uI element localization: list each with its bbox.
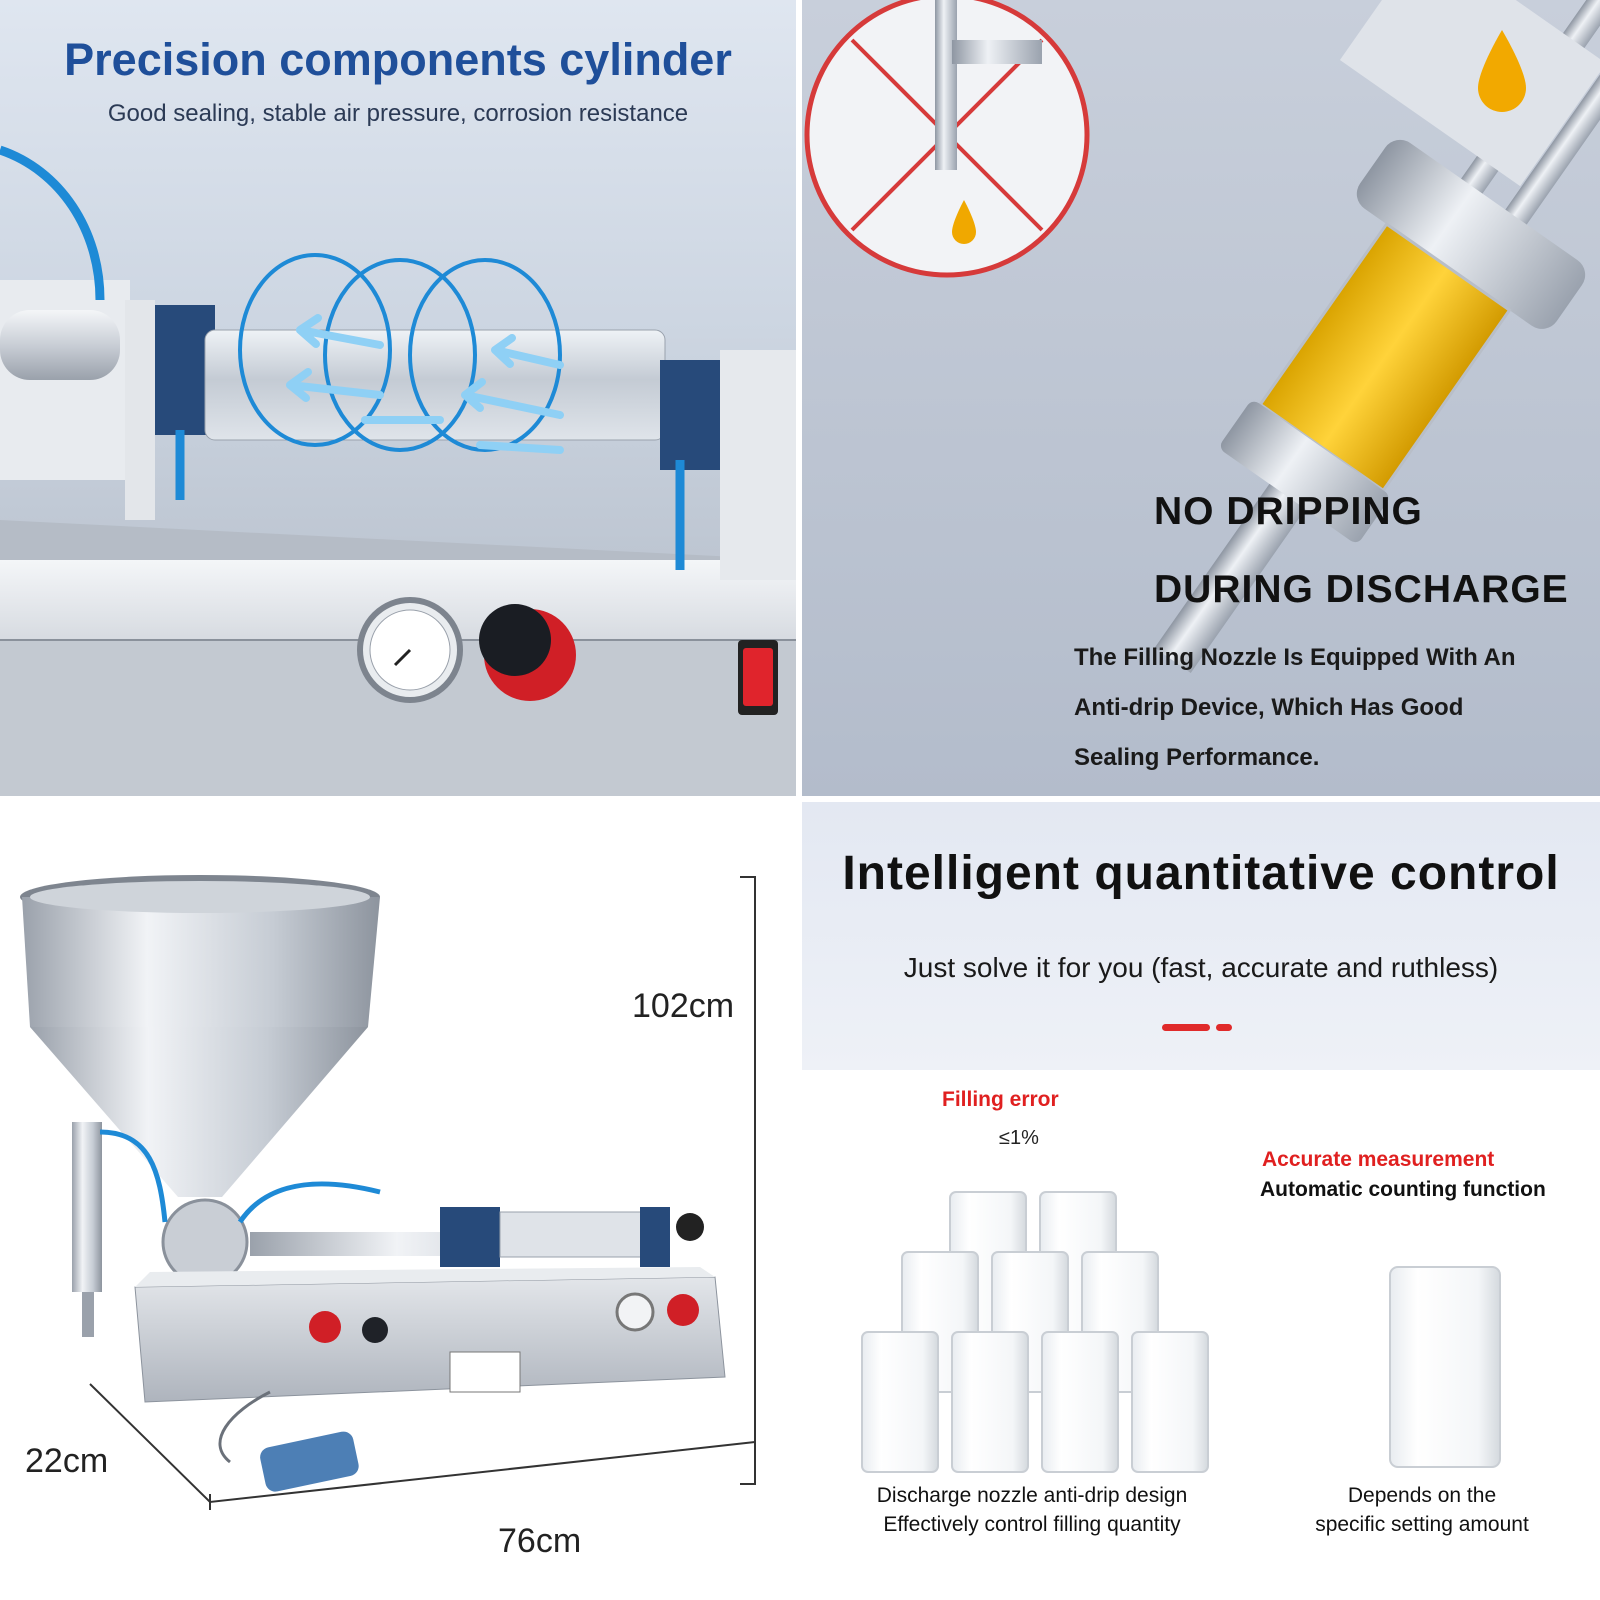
- dimension-width: 76cm: [498, 1522, 582, 1560]
- panel-title: Intelligent quantitative control: [842, 847, 1560, 900]
- panel-quantitative-control: Intelligent quantitative control Just so…: [802, 802, 1600, 1600]
- automatic-counting-label: Automatic counting function: [1260, 1178, 1546, 1201]
- body-line-3: Sealing Performance.: [1074, 744, 1320, 771]
- body-line-2: Anti-drip Device, Which Has Good: [1074, 694, 1464, 721]
- dimension-depth: 22cm: [25, 1442, 109, 1480]
- cylinder-machine-illustration: [0, 145, 796, 796]
- panel-title: Precision components cylinder: [64, 34, 732, 85]
- left-caption-line-1: Discharge nozzle anti-drip design: [876, 1484, 1188, 1507]
- panel-no-dripping: NO DRIPPING DURING DISCHARGE The Filling…: [802, 0, 1600, 796]
- filling-error-label: Filling error: [942, 1088, 1059, 1111]
- glasses-illustration: [861, 1191, 1501, 1473]
- filling-machine-illustration: [20, 875, 756, 1510]
- oil-drop-icon: [1478, 30, 1526, 112]
- panel-dimensions: 102cm 22cm 76cm: [0, 802, 796, 1600]
- accurate-measurement-label: Accurate measurement: [1262, 1148, 1495, 1171]
- left-caption-line-2: Effectively control filling quantity: [883, 1513, 1181, 1536]
- right-caption-line-2: specific setting amount: [1315, 1513, 1529, 1536]
- panel-precision-cylinder: Precision components cylinder Good seali…: [0, 0, 796, 796]
- accent-dash: [1162, 1024, 1210, 1031]
- panel-subtitle: Good sealing, stable air pressure, corro…: [107, 100, 689, 127]
- dimension-height: 102cm: [632, 987, 735, 1025]
- no-drip-prohibition-icon: [804, 0, 1090, 278]
- nozzle-illustration: [804, 0, 1600, 673]
- heading-line-2: DURING DISCHARGE: [1154, 568, 1569, 611]
- accent-dot: [1216, 1024, 1232, 1031]
- body-line-1: The Filling Nozzle Is Equipped With An: [1074, 644, 1516, 671]
- filling-error-value: ≤1%: [999, 1127, 1039, 1149]
- heading-line-1: NO DRIPPING: [1154, 490, 1423, 533]
- airflow-arrow-icon: [286, 314, 564, 454]
- panel-subtitle: Just solve it for you (fast, accurate an…: [903, 952, 1499, 983]
- right-caption-line-1: Depends on the: [1347, 1484, 1497, 1507]
